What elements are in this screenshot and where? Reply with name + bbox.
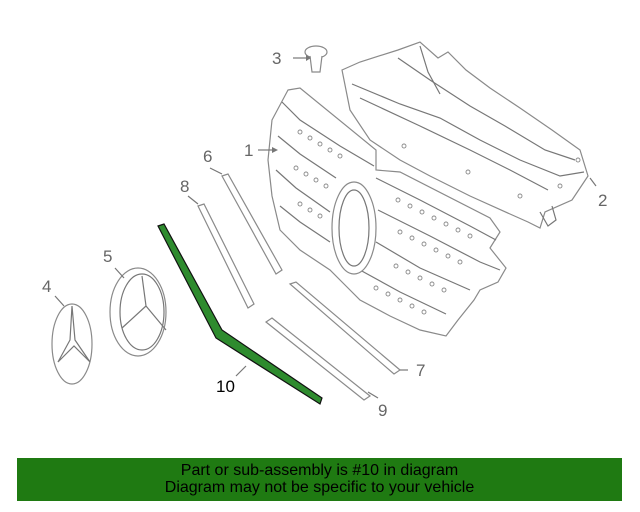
- callout-10: 10: [216, 377, 235, 396]
- part-8-trim-strip[interactable]: [197, 203, 255, 309]
- callout-3: 3: [272, 49, 281, 68]
- part-info-banner: Part or sub-assembly is #10 in diagram D…: [17, 458, 622, 501]
- callout-7: 7: [416, 361, 425, 380]
- part-2-upper-duct[interactable]: [341, 41, 589, 229]
- part-3-clip[interactable]: [304, 45, 328, 73]
- callout-9: 9: [378, 401, 387, 420]
- part-1-grille[interactable]: [267, 87, 507, 337]
- callout-6: 6: [203, 147, 212, 166]
- part-6-trim-strip[interactable]: [221, 173, 283, 275]
- part-4-star-emblem[interactable]: [51, 303, 93, 385]
- leader-lines: [54, 55, 597, 399]
- callout-4: 4: [42, 277, 51, 296]
- callout-2: 2: [598, 191, 607, 210]
- part-9-trim-strip[interactable]: [264, 317, 372, 401]
- banner-line-2: Diagram may not be specific to your vehi…: [164, 479, 475, 496]
- callout-1: 1: [244, 141, 253, 160]
- callout-8: 8: [180, 177, 189, 196]
- part-5-emblem-base[interactable]: [109, 267, 167, 357]
- banner-line-1: Part or sub-assembly is #10 in diagram: [180, 462, 459, 479]
- grille-mesh: [293, 129, 473, 315]
- callout-5: 5: [103, 247, 112, 266]
- part-10-moulding-highlighted[interactable]: [157, 223, 323, 405]
